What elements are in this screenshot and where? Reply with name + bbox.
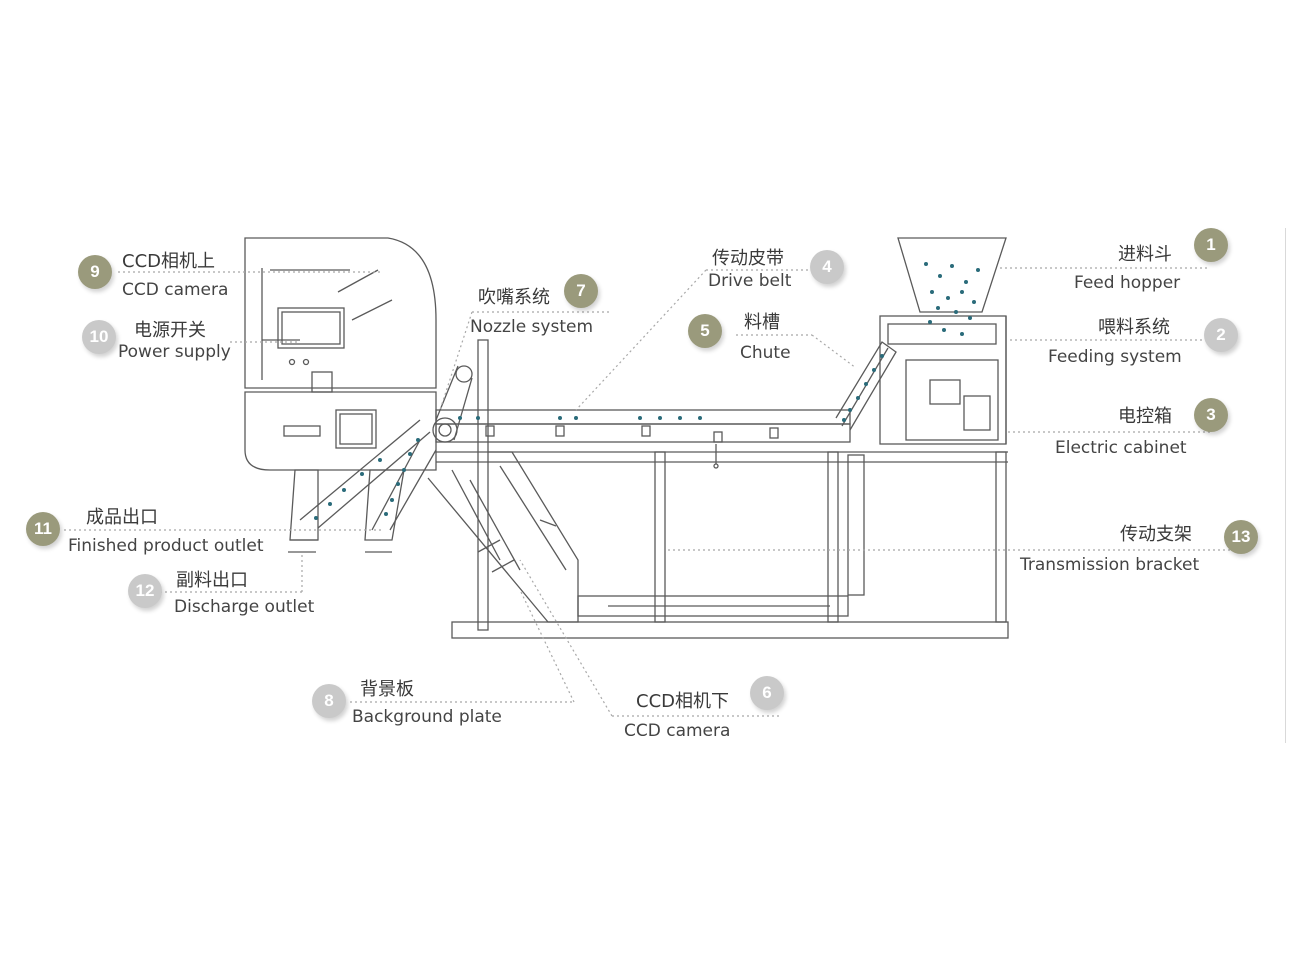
label-zh-transmission-bracket: 传动支架 — [1120, 524, 1192, 545]
label-zh-feeding-system: 喂料系统 — [1098, 317, 1170, 338]
label-zh-power-supply: 电源开关 — [134, 320, 206, 341]
label-en-electric-cabinet: Electric cabinet — [1055, 438, 1187, 458]
label-en-chute: Chute — [740, 343, 791, 363]
callout-badge-5: 5 — [688, 314, 722, 348]
label-zh-electric-cabinet: 电控箱 — [1118, 406, 1172, 427]
label-en-feeding-system: Feeding system — [1048, 347, 1182, 367]
label-en-ccd-camera-lower: CCD camera — [624, 721, 731, 741]
callout-badge-2: 2 — [1204, 318, 1238, 352]
label-zh-discharge-outlet: 副料出口 — [176, 570, 248, 591]
label-zh-nozzle-system: 吹嘴系统 — [478, 287, 550, 308]
label-en-feed-hopper: Feed hopper — [1074, 273, 1181, 293]
callout-badge-4: 4 — [810, 250, 844, 284]
label-en-drive-belt: Drive belt — [708, 271, 792, 291]
label-zh-feed-hopper: 进料斗 — [1118, 244, 1172, 265]
label-en-power-supply: Power supply — [118, 342, 231, 362]
callout-badge-7: 7 — [564, 274, 598, 308]
callout-badge-10: 10 — [82, 320, 116, 354]
callout-badge-9: 9 — [78, 255, 112, 289]
label-zh-drive-belt: 传动皮带 — [712, 248, 784, 269]
label-zh-finished-product-outlet: 成品出口 — [86, 507, 158, 528]
right-edge-divider — [1285, 228, 1286, 743]
callout-badge-1: 1 — [1194, 228, 1228, 262]
label-zh-ccd-camera-upper: CCD相机上 — [122, 251, 215, 272]
label-zh-background-plate: 背景板 — [360, 679, 414, 700]
label-en-nozzle-system: Nozzle system — [470, 317, 594, 337]
callout-badge-11: 11 — [26, 512, 60, 546]
label-zh-chute: 料槽 — [744, 312, 780, 333]
label-en-transmission-bracket: Transmission bracket — [1020, 555, 1200, 575]
callout-badge-13: 13 — [1224, 520, 1258, 554]
callout-badge-8: 8 — [312, 684, 346, 718]
callout-badge-3: 3 — [1194, 398, 1228, 432]
callout-badge-6: 6 — [750, 676, 784, 710]
callout-badge-12: 12 — [128, 574, 162, 608]
label-en-background-plate: Background plate — [352, 707, 502, 727]
label-en-discharge-outlet: Discharge outlet — [174, 597, 315, 617]
label-en-ccd-camera-upper: CCD camera — [122, 280, 229, 300]
label-en-finished-product-outlet: Finished product outlet — [68, 536, 264, 556]
label-zh-ccd-camera-lower: CCD相机下 — [636, 691, 729, 712]
